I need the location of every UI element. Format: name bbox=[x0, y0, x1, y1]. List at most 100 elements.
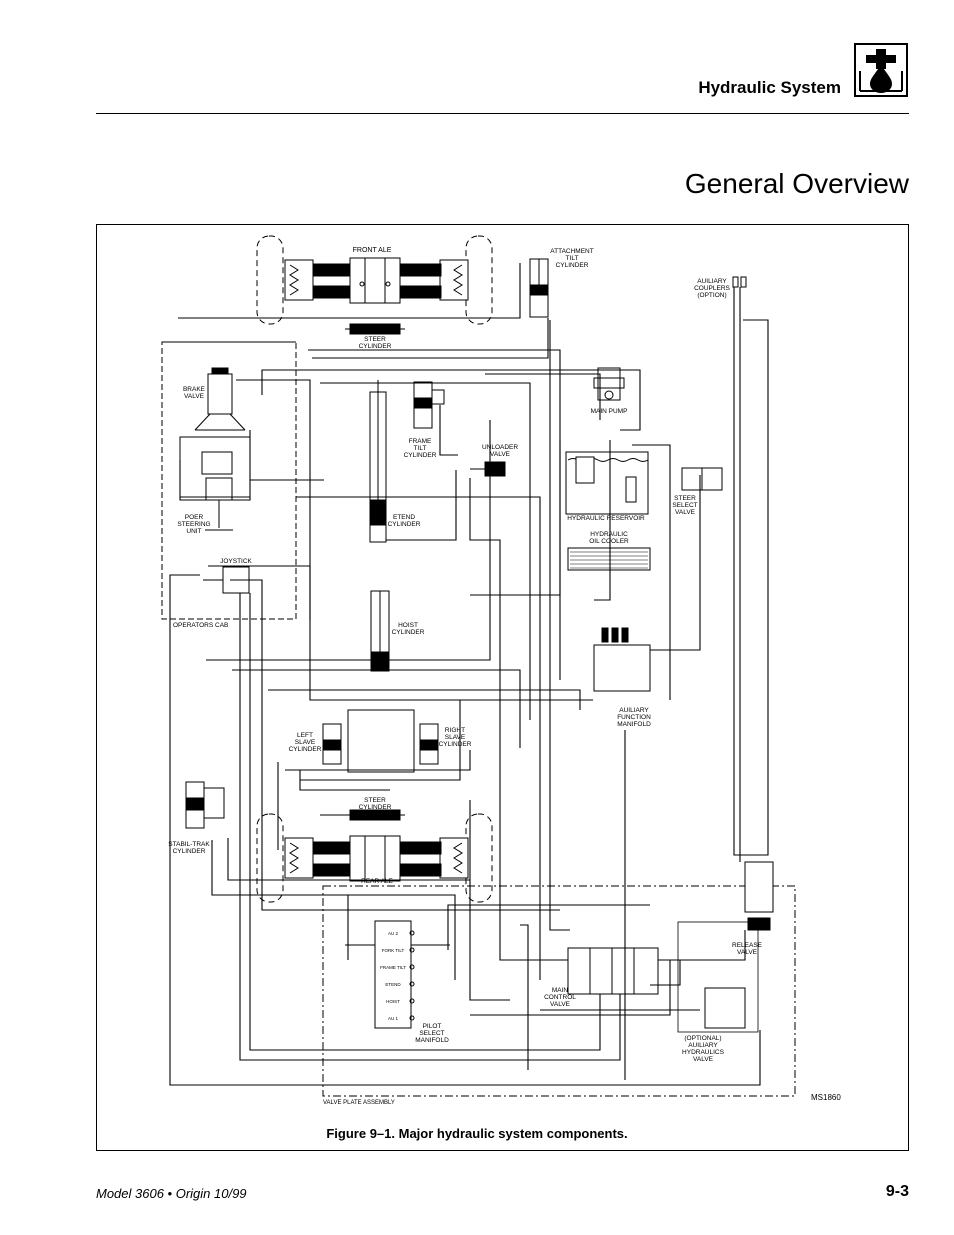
optional-aux-label-1: (OPTIONAL) bbox=[684, 1035, 721, 1042]
main-control-label-1: MAIN bbox=[552, 987, 569, 994]
slave-link bbox=[347, 709, 415, 773]
pilot-port bbox=[409, 947, 415, 953]
aux-function-manifold bbox=[593, 627, 651, 692]
power-steering-label-1: POER bbox=[185, 514, 204, 521]
pilot-port bbox=[409, 964, 415, 970]
release-valve bbox=[744, 861, 774, 931]
right-slave-label-1: RIGHT bbox=[445, 727, 465, 734]
figure-frame bbox=[96, 224, 909, 1151]
hydraulic-lines bbox=[162, 263, 769, 1086]
release-valve-label-1: RELEASE bbox=[732, 942, 763, 949]
extend-cylinder-label-1: ETEND bbox=[393, 514, 415, 521]
attachment-tilt-label-3: CYLINDER bbox=[556, 262, 589, 269]
optional-aux-hydraulics-valve bbox=[677, 921, 759, 1033]
footer-model: Model 3606 • Origin 10/99 bbox=[96, 1186, 247, 1201]
aux-manifold-label-1: AUILIARY bbox=[619, 707, 649, 714]
unloader-valve-label-2: VALVE bbox=[490, 451, 511, 458]
steer-select-label-1: STEER bbox=[674, 495, 696, 502]
valve-plate-assembly-label: VALVE PLATE ASSEMBLY bbox=[323, 1100, 395, 1106]
main-control-label-2: CONTROL bbox=[544, 994, 576, 1001]
steer-cylinder-bottom-label-2: CYLINDER bbox=[359, 804, 392, 811]
power-steering-label-3: UNIT bbox=[186, 528, 201, 535]
operators-cab-label: OPERATORS CAB bbox=[173, 622, 228, 629]
aux-manifold-label-2: FUNCTION bbox=[617, 714, 651, 721]
stabil-trak-cylinder bbox=[185, 781, 225, 829]
frame-tilt-label-1: FRAME bbox=[409, 438, 432, 445]
steer-cylinder-bottom-label-1: STEER bbox=[364, 797, 386, 804]
aux-manifold-label-3: MANIFOLD bbox=[617, 721, 651, 728]
section-title: Hydraulic System bbox=[698, 78, 841, 97]
left-slave-cylinder bbox=[322, 723, 342, 765]
brake-valve-label-1: BRAKE bbox=[183, 386, 206, 393]
hydraulic-reservoir bbox=[565, 451, 649, 515]
frame-tilt-label-2: TILT bbox=[414, 445, 427, 452]
figure-caption: Figure 9–1. Major hydraulic system compo… bbox=[326, 1126, 628, 1141]
aux-couplers-label-2: COUPLERS bbox=[694, 285, 730, 292]
brake-valve bbox=[194, 367, 246, 431]
pilot-port-label: ETEND bbox=[385, 982, 401, 987]
stabil-trak-label-2: CYLINDER bbox=[173, 848, 206, 855]
aux-coupler-a bbox=[732, 276, 739, 288]
rear-axle bbox=[256, 813, 493, 903]
pilot-select-label-1: PILOT bbox=[423, 1023, 442, 1030]
steer-select-label-3: VALVE bbox=[675, 509, 696, 516]
pilot-port-label: AU 1 bbox=[388, 1016, 399, 1021]
release-valve-label-2: VALVE bbox=[737, 949, 758, 956]
page-title: General Overview bbox=[684, 168, 909, 199]
pilot-port bbox=[409, 1015, 415, 1021]
valve-plate-assembly-outline bbox=[322, 885, 796, 1097]
hydraulic-reservoir-label: HYDRAULIC RESERVOIR bbox=[567, 515, 645, 522]
pilot-port bbox=[409, 930, 415, 936]
brake-valve-label-2: VALVE bbox=[184, 393, 205, 400]
attachment-tilt-label-1: ATTACHMENT bbox=[550, 248, 593, 255]
page-number: 9-3 bbox=[885, 1183, 909, 1200]
frame-tilt-label-3: CYLINDER bbox=[404, 452, 437, 459]
extend-cylinder-label-2: CYLINDER bbox=[388, 521, 421, 528]
left-slave-label-3: CYLINDER bbox=[289, 746, 322, 753]
aux-couplers-label-3: (OPTION) bbox=[697, 292, 726, 299]
left-slave-label-1: LEFT bbox=[297, 732, 313, 739]
front-axle bbox=[256, 235, 493, 325]
main-pump-label: MAIN PUMP bbox=[591, 408, 628, 415]
optional-aux-label-2: AUILIARY bbox=[688, 1042, 718, 1049]
hoist-cylinder bbox=[370, 590, 390, 672]
oil-cooler bbox=[567, 547, 651, 571]
aux-coupler-b bbox=[740, 276, 747, 288]
left-slave-label-2: SLAVE bbox=[295, 739, 316, 746]
steer-cylinder-top bbox=[345, 323, 405, 335]
main-control-valve bbox=[567, 947, 659, 995]
main-control-label-3: VALVE bbox=[550, 1001, 571, 1008]
hoist-cylinder-label-1: HOIST bbox=[398, 622, 418, 629]
main-pump bbox=[593, 367, 625, 401]
hoist-cylinder-label-2: CYLINDER bbox=[392, 629, 425, 636]
optional-aux-label-4: VALVE bbox=[693, 1056, 714, 1063]
right-slave-label-3: CYLINDER bbox=[439, 741, 472, 748]
attachment-tilt-cylinder bbox=[529, 258, 549, 318]
optional-aux-label-3: HYDRAULICS bbox=[682, 1049, 725, 1056]
steer-cylinder-bottom bbox=[320, 809, 405, 821]
aux-couplers-label-1: AUILIARY bbox=[697, 278, 727, 285]
pilot-port-label: FORK TILT bbox=[382, 948, 405, 953]
steer-cylinder-top-label-1: STEER bbox=[364, 336, 386, 343]
pilot-select-label-3: MANIFOLD bbox=[415, 1037, 449, 1044]
frame-tilt-cylinder bbox=[413, 381, 445, 429]
joystick-label: JOYSTICK bbox=[220, 558, 252, 565]
hydraulic-fluid-reservoir-icon bbox=[854, 43, 908, 97]
front-axle-label: FRONT ALE bbox=[353, 247, 392, 254]
pilot-port-label: FRAME TILT bbox=[380, 965, 406, 970]
unloader-valve-label-1: UNLOADER bbox=[482, 444, 518, 451]
extend-cylinder bbox=[369, 380, 387, 543]
pilot-port bbox=[409, 981, 415, 987]
unloader-valve bbox=[470, 461, 506, 477]
rear-axle-label: REAR ALE bbox=[361, 878, 393, 885]
steer-select-label-2: SELECT bbox=[672, 502, 697, 509]
pilot-select-label-2: SELECT bbox=[419, 1030, 444, 1037]
stabil-trak-label-1: STABIL-TRAK bbox=[168, 841, 210, 848]
right-slave-label-2: SLAVE bbox=[445, 734, 466, 741]
drawing-id: MS1860 bbox=[811, 1093, 841, 1102]
steer-select-valve bbox=[681, 467, 723, 491]
power-steering-label-2: STEERING bbox=[177, 521, 210, 528]
pilot-port bbox=[409, 998, 415, 1004]
